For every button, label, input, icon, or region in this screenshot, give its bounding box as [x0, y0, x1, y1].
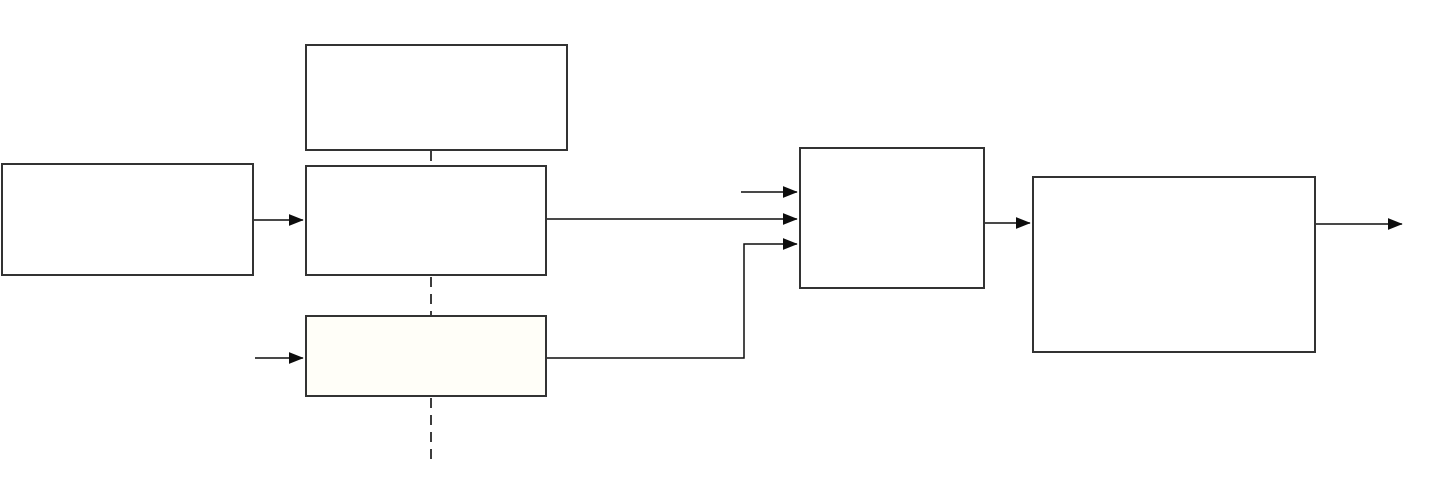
- block-right-small: [799, 147, 985, 289]
- block-right-large: [1032, 176, 1316, 353]
- block-mid-center: [305, 165, 547, 276]
- arrow-lower-to-right-small: [546, 238, 798, 359]
- block-top-center: [305, 44, 568, 151]
- block-lower-center: [305, 315, 547, 397]
- block-left: [1, 163, 254, 276]
